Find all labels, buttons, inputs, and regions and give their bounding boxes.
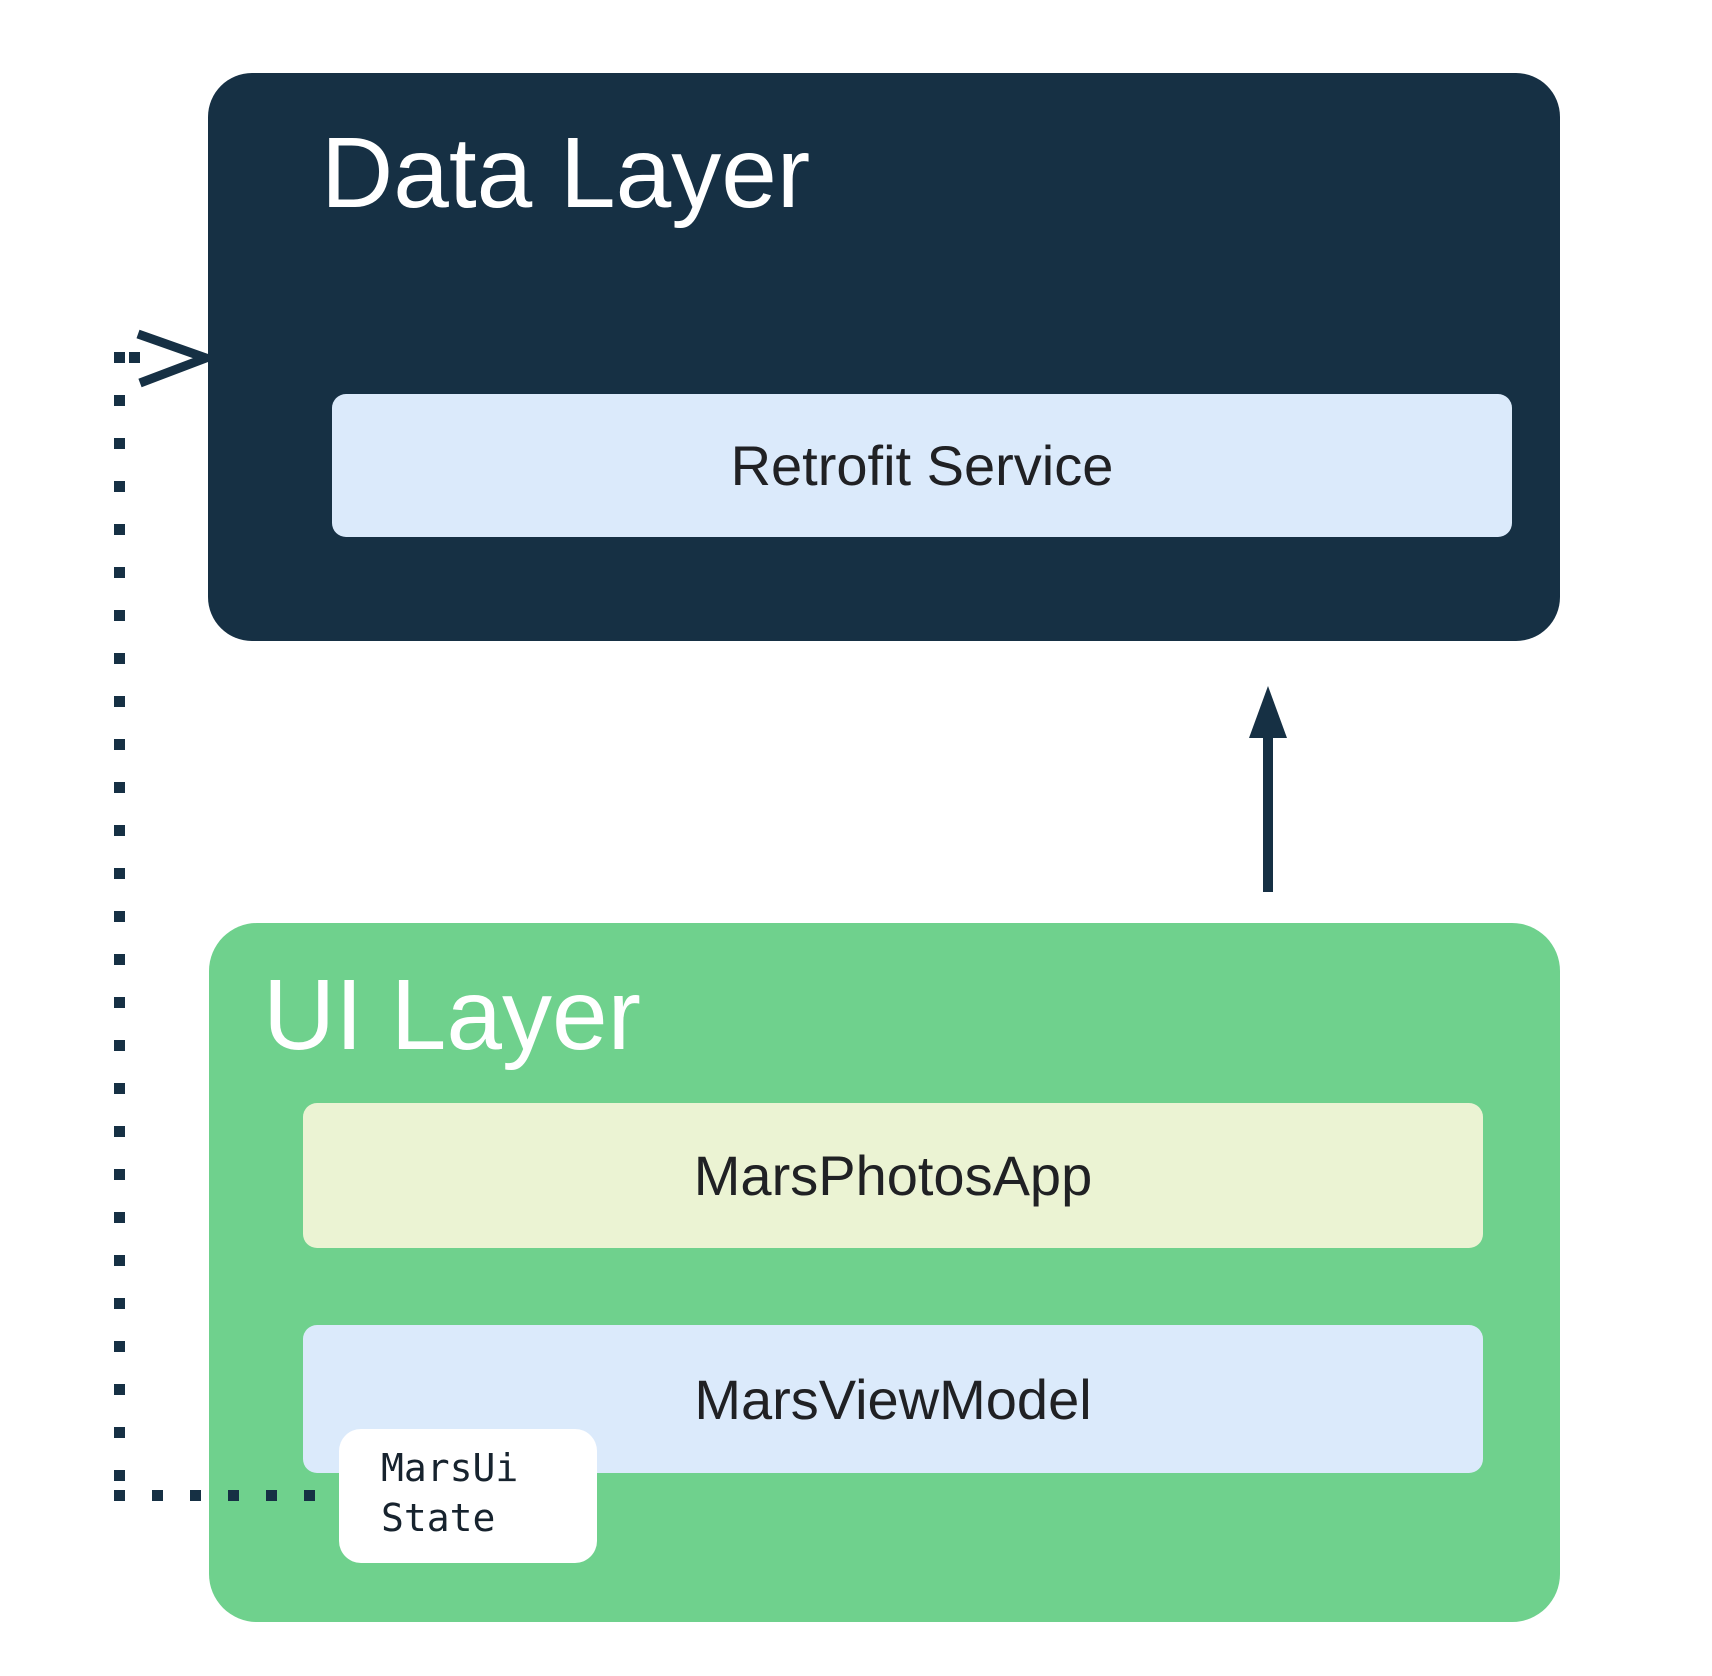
dotted-arrow-right-icon <box>136 329 212 388</box>
mars-photos-app-box: MarsPhotosApp <box>303 1103 1483 1248</box>
solid-arrow-line <box>1263 736 1273 892</box>
retrofit-service-label: Retrofit Service <box>730 434 1114 497</box>
mars-ui-state-badge: MarsUi State <box>339 1429 597 1563</box>
dotted-line-vertical <box>114 352 125 1501</box>
mars-view-model-label: MarsViewModel <box>694 1367 1092 1431</box>
mars-ui-state-line1: MarsUi <box>381 1446 519 1490</box>
solid-arrow-up-icon <box>1249 686 1287 738</box>
data-layer-box: Data Layer Retrofit Service <box>208 73 1560 641</box>
mars-photos-app-label: MarsPhotosApp <box>693 1144 1093 1207</box>
dotted-line-dot <box>129 352 140 363</box>
retrofit-service-box: Retrofit Service <box>332 394 1512 537</box>
mars-ui-state-line2: State <box>381 1496 496 1540</box>
data-layer-title: Data Layer <box>321 117 811 229</box>
dotted-line-horizontal <box>114 1490 339 1501</box>
ui-layer-title: UI Layer <box>263 959 641 1071</box>
